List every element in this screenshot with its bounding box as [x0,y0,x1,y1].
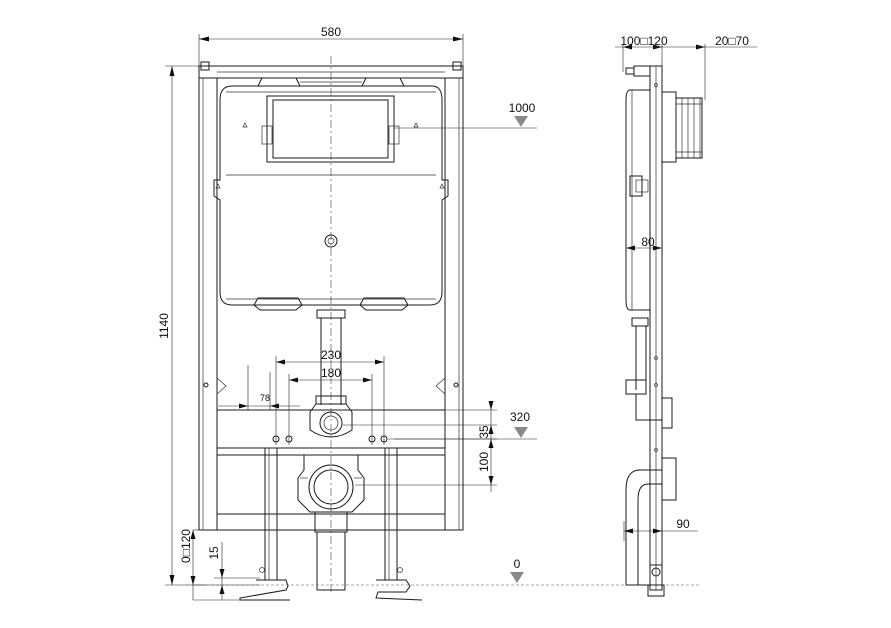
offset-label: 78 [260,393,270,403]
flush-level-label: 1000 [509,101,536,115]
depth-dimensions: 100□120 20□70 [615,34,757,100]
pipe-spacing-label: 230 [321,348,341,362]
side-frame [625,65,665,597]
foot-base-label: 15 [207,546,221,560]
depth-range-label: 100□120 [620,34,668,48]
wall-range-label: 20□70 [715,34,749,48]
level-markers: 1000 320 0 [186,101,700,586]
width-dimension: 580 [198,25,464,68]
pipe-spacing-dimension: 230 [275,348,385,445]
side-drain [625,379,677,586]
tank-depth-label: 80 [641,235,655,249]
drain-level-marker-icon [514,427,528,438]
flush-level-marker-icon [514,116,528,127]
offset-dimension: 78 [218,365,300,410]
drain-height-label: 35 [477,425,491,439]
inner-spacing-label: 180 [321,366,341,380]
height-dimension: 1140 [157,65,205,586]
width-label: 580 [321,25,341,39]
inner-spacing-dimension: 180 [288,366,373,445]
floor-level-label: 0 [514,557,521,571]
foot-range-label: 0□120 [179,529,193,563]
side-flush-connector [661,91,703,163]
frame-depth-dimension: 90 [623,517,698,541]
front-view: 580 1140 [157,25,700,601]
drain-fittings [272,395,388,591]
drain-level-label: 320 [510,410,530,424]
foot-dimensions: 0□120 15 [179,529,260,601]
side-view: 100□120 20□70 [615,34,757,597]
tank-depth-dimension: 80 [625,235,662,258]
side-cistern [625,89,651,390]
floor-level-marker-icon [510,572,524,583]
drain-spacing-label: 100 [477,452,491,472]
drain-dimensions: 35 100 [341,401,497,492]
height-label: 1140 [157,313,171,339]
frame-depth-label: 90 [676,517,690,531]
